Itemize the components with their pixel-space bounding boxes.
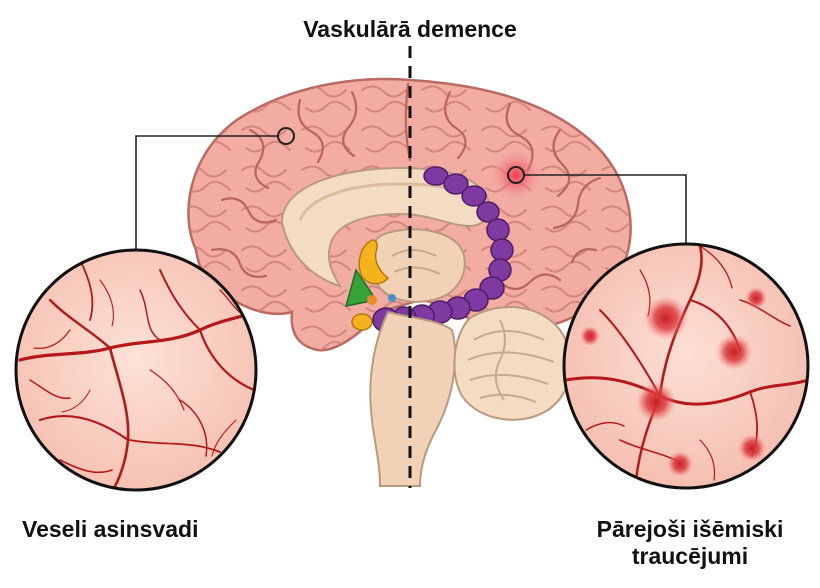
brain-sagittal-icon — [187, 77, 632, 487]
ischemic-lesion-magnifier-icon — [562, 242, 810, 490]
cerebellum — [453, 306, 573, 421]
lesion-spot — [745, 287, 767, 309]
lesion-spot — [738, 434, 766, 462]
corpus-callosum — [280, 166, 490, 288]
callout-lines — [135, 127, 687, 252]
brainstem — [369, 310, 457, 487]
yellow-structure — [358, 239, 390, 285]
amygdala — [351, 313, 373, 331]
ischemic-caption-line1: Pārejoši išēmiski — [596, 516, 784, 542]
lesion-spot — [667, 451, 693, 477]
ischemic-hotspot — [490, 149, 542, 201]
ischemic-caption-line2: traucējumi — [631, 543, 749, 569]
lesion-spot — [716, 334, 752, 370]
healthy-vessels-magnifier-icon — [14, 248, 258, 492]
hippocampus — [372, 166, 514, 333]
diagram-title: Vaskulārā demence — [303, 16, 517, 42]
thalamus — [369, 228, 466, 303]
blue-structure — [388, 294, 396, 302]
orange-structure — [367, 295, 377, 305]
healthy-vessels-caption: Veseli asinsvadi — [22, 516, 199, 542]
lesion-spot — [580, 326, 600, 346]
lesion-spot — [636, 382, 676, 422]
lesion-spot — [644, 296, 688, 340]
ischemic-caption: Pārejoši išēmiski traucējumi — [560, 516, 820, 570]
